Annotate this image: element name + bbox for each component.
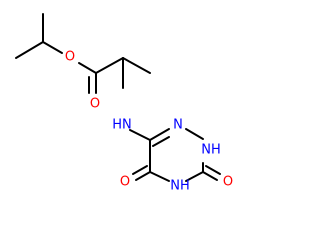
bonds (15, 13, 221, 182)
atom-labels: O O HN N NH NH O O (65, 50, 233, 194)
bond-ring-n4-c5 (149, 171, 170, 182)
bond-ring-c6-n1-a (149, 128, 170, 141)
bond-c5-o-b (132, 165, 148, 175)
ester-oxygen-label: O (65, 50, 75, 65)
bond-o-carbonyl-c (78, 62, 97, 74)
ring-nh4-label: NH (170, 179, 190, 194)
molecule-structure: O O HN N NH NH O O (15, 13, 233, 194)
amine-nh-label: HN (112, 118, 132, 133)
bond-ring-c6-n1-b (152, 136, 170, 147)
ring-o5-label: O (120, 175, 130, 190)
bond-alpha-methyl (122, 57, 151, 74)
ring-n1-label: N (173, 118, 183, 133)
bond-carbonyl-alpha (95, 57, 124, 74)
bond-nh-ring-c6 (129, 129, 151, 141)
carbonyl-oxygen-label: O (90, 97, 100, 112)
bond-c3-o-a (202, 171, 218, 181)
ring-o3-label: O (223, 175, 233, 190)
bond-c5-o-a (135, 171, 151, 181)
bond-isopropyl-ch-o (42, 41, 63, 54)
ring-nh2-label: NH (201, 143, 221, 158)
bond-ring-c3-n4 (185, 171, 204, 182)
bond-c3-o-b (205, 165, 221, 175)
bond-ring-n1-n2 (185, 128, 204, 140)
bond-isopropyl-left (15, 41, 44, 59)
